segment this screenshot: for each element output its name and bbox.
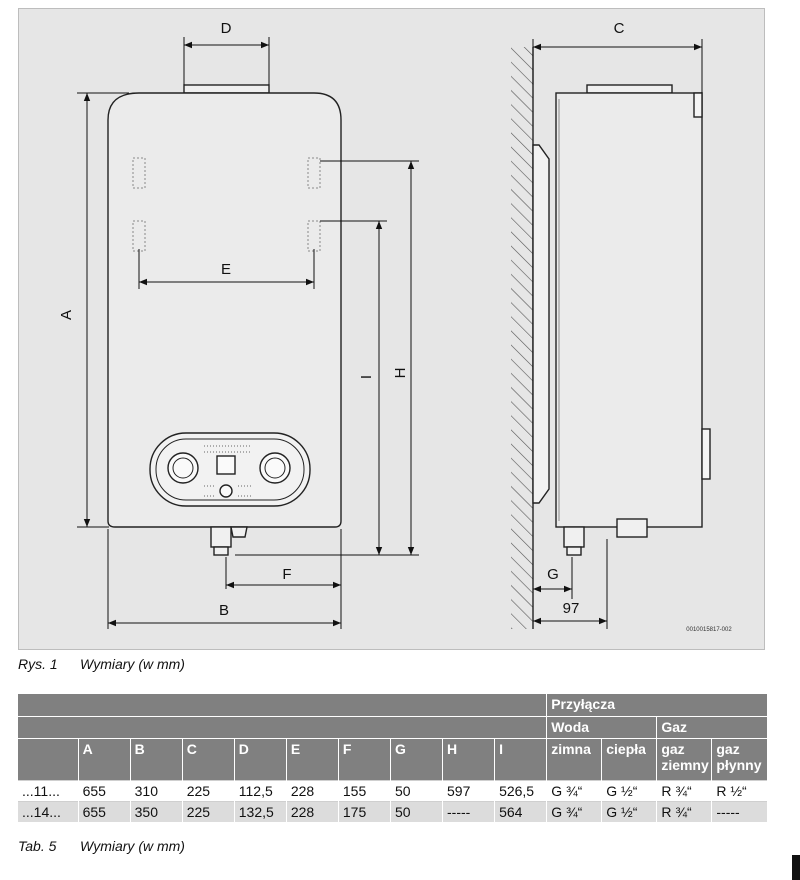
- table-header-row-2: Woda Gaz: [18, 715, 767, 738]
- table-cell: 132,5: [233, 800, 287, 822]
- dim-label-c: C: [614, 20, 625, 37]
- side-view: [511, 47, 711, 629]
- dim-label-f: F: [282, 566, 291, 583]
- table-row: ...11... 655 310 225 112,5 228 155 50 59…: [18, 779, 767, 801]
- side-casing: [555, 92, 703, 528]
- table-cell: 655: [77, 800, 131, 822]
- dim-label-depth: 97: [563, 600, 580, 617]
- table-cell: 228: [285, 779, 339, 801]
- column-header: G: [389, 737, 443, 780]
- table-cell: R ¾“: [656, 800, 712, 822]
- table-cell: 228: [285, 800, 339, 822]
- wall-bracket: [532, 144, 550, 504]
- table-row: ...14... 655 350 225 132,5 228 175 50 --…: [18, 800, 767, 822]
- power-button: [219, 484, 233, 498]
- figure-caption-text: Wymiary (w mm): [80, 656, 185, 672]
- table-cell: 526,5: [494, 779, 547, 801]
- column-header: zimna: [546, 737, 602, 780]
- dim-label-b: B: [219, 602, 229, 619]
- wall-hatch: [511, 47, 533, 629]
- table-header-row-1: Przyłącza: [18, 694, 767, 716]
- table-header-row-3: A B C D E F G H I zimna ciepła gaz ziemn…: [18, 737, 767, 780]
- column-header: A: [77, 737, 131, 780]
- column-header: [18, 737, 79, 780]
- table-cell: 564: [494, 800, 547, 822]
- column-header: F: [337, 737, 391, 780]
- display-window: [216, 455, 236, 475]
- table-cell: G ½“: [601, 779, 657, 801]
- front-dimensions: [77, 37, 419, 629]
- table-cell: 225: [181, 779, 235, 801]
- table-cell: 112,5: [233, 779, 287, 801]
- heater-casing: [107, 92, 342, 528]
- dim-label-g: G: [547, 566, 559, 583]
- header-connections: Przyłącza: [546, 694, 767, 716]
- table-cell: R ½“: [711, 779, 767, 801]
- table-cell: 50: [389, 779, 443, 801]
- flue-collar: [183, 84, 270, 94]
- dim-label-a: A: [58, 310, 75, 320]
- table-caption: Tab. 5 Wymiary (w mm): [18, 838, 185, 854]
- header-spacer: [18, 694, 547, 716]
- column-header: ciepła: [601, 737, 657, 780]
- column-header: B: [129, 737, 183, 780]
- side-dimensions: [532, 39, 703, 629]
- column-header: H: [441, 737, 495, 780]
- column-header: E: [285, 737, 339, 780]
- table-cell: 50: [389, 800, 443, 822]
- gas-connection: [210, 526, 232, 548]
- drawing-canvas: D A E H I F B: [58, 20, 732, 633]
- header-water: Woda: [546, 715, 657, 738]
- table-cell: -----: [711, 800, 767, 822]
- table-cell: -----: [441, 800, 495, 822]
- table-cell: 597: [441, 779, 495, 801]
- table-cell: G ¾“: [546, 800, 602, 822]
- table-cell: ...14...: [18, 800, 79, 822]
- right-knob: [259, 452, 291, 484]
- table-caption-number: Tab. 5: [18, 838, 57, 854]
- column-header: I: [494, 737, 547, 780]
- table-cell: G ½“: [601, 800, 657, 822]
- dim-label-e: E: [221, 261, 231, 278]
- table-cell: ...11...: [18, 779, 79, 801]
- figure-caption: Rys. 1 Wymiary (w mm): [18, 656, 185, 672]
- column-header: D: [233, 737, 287, 780]
- table-cell: R ¾“: [656, 779, 712, 801]
- table-cell: 655: [77, 779, 131, 801]
- header-gas: Gaz: [656, 715, 767, 738]
- column-header: gaz płynny: [711, 737, 767, 780]
- dimension-drawing: D A E H I F B: [18, 8, 765, 650]
- table-cell: 155: [337, 779, 391, 801]
- table-caption-text: Wymiary (w mm): [80, 838, 185, 854]
- table-cell: 350: [129, 800, 183, 822]
- image-code: 0010015817-002: [686, 627, 732, 633]
- dimensions-table: Przyłącza Woda Gaz A B C D E F G H I zim…: [18, 694, 767, 822]
- table-cell: 225: [181, 800, 235, 822]
- header-spacer: [18, 715, 547, 738]
- dim-label-d: D: [221, 20, 232, 37]
- table-cell: G ¾“: [546, 779, 602, 801]
- front-view: [107, 84, 342, 556]
- dim-label-i: I: [358, 375, 375, 379]
- table-cell: 310: [129, 779, 183, 801]
- table-cell: 175: [337, 800, 391, 822]
- left-knob: [167, 452, 199, 484]
- column-header: gaz ziemny: [656, 737, 712, 780]
- page-edge-marker: [792, 855, 800, 880]
- figure-caption-number: Rys. 1: [18, 656, 58, 672]
- column-header: C: [181, 737, 235, 780]
- dim-label-h: H: [392, 368, 409, 379]
